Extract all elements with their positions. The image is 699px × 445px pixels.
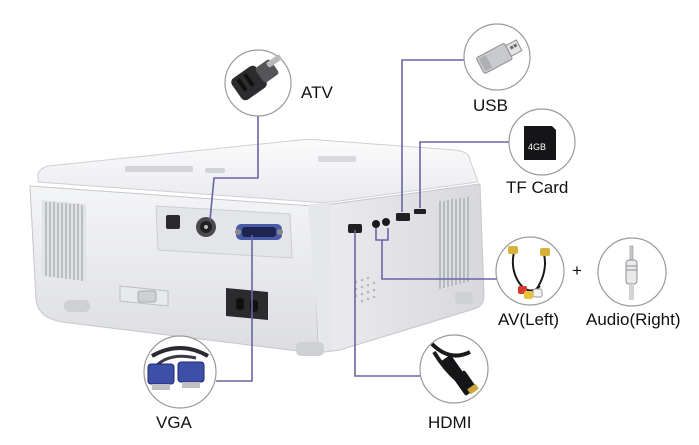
speaker-grille [354,276,376,303]
callout-vga: VGA [143,335,217,432]
front-vent [42,200,86,282]
callout-atv: ATV [224,49,333,117]
micro-sd-card-icon: 4GB [524,126,556,160]
front-port-panel [155,205,293,259]
side-vent [436,197,470,290]
sd-card-text: 4GB [528,142,546,152]
callout-tf-card-label: TF Card [506,178,568,197]
hdmi-cable-icon [430,342,479,396]
coax-plug-icon [231,54,282,101]
vga-cable-icon [147,346,209,390]
side-port-panel [348,209,426,233]
callout-audio-right: Audio(Right) [586,237,681,329]
callout-av-left-label: AV(Left) [498,310,559,329]
callout-av-left: AV(Left) [495,236,565,329]
plus-sign: + [572,261,582,280]
callout-hdmi-label: HDMI [428,413,471,432]
rca-cable-icon [508,246,550,299]
power-socket [226,288,268,320]
callout-usb: USB [463,23,531,115]
usb-drive-icon [476,39,523,74]
callout-atv-label: ATV [301,83,333,102]
callout-hdmi: HDMI [419,334,489,432]
callout-audio-right-label: Audio(Right) [586,310,681,329]
power-switch [119,285,169,307]
leader-lines [209,59,510,382]
callout-vga-label: VGA [156,413,193,432]
callout-tf-card: 4GB TF Card [506,108,576,197]
callout-usb-label: USB [473,96,508,115]
audio-jack-icon [625,245,638,300]
